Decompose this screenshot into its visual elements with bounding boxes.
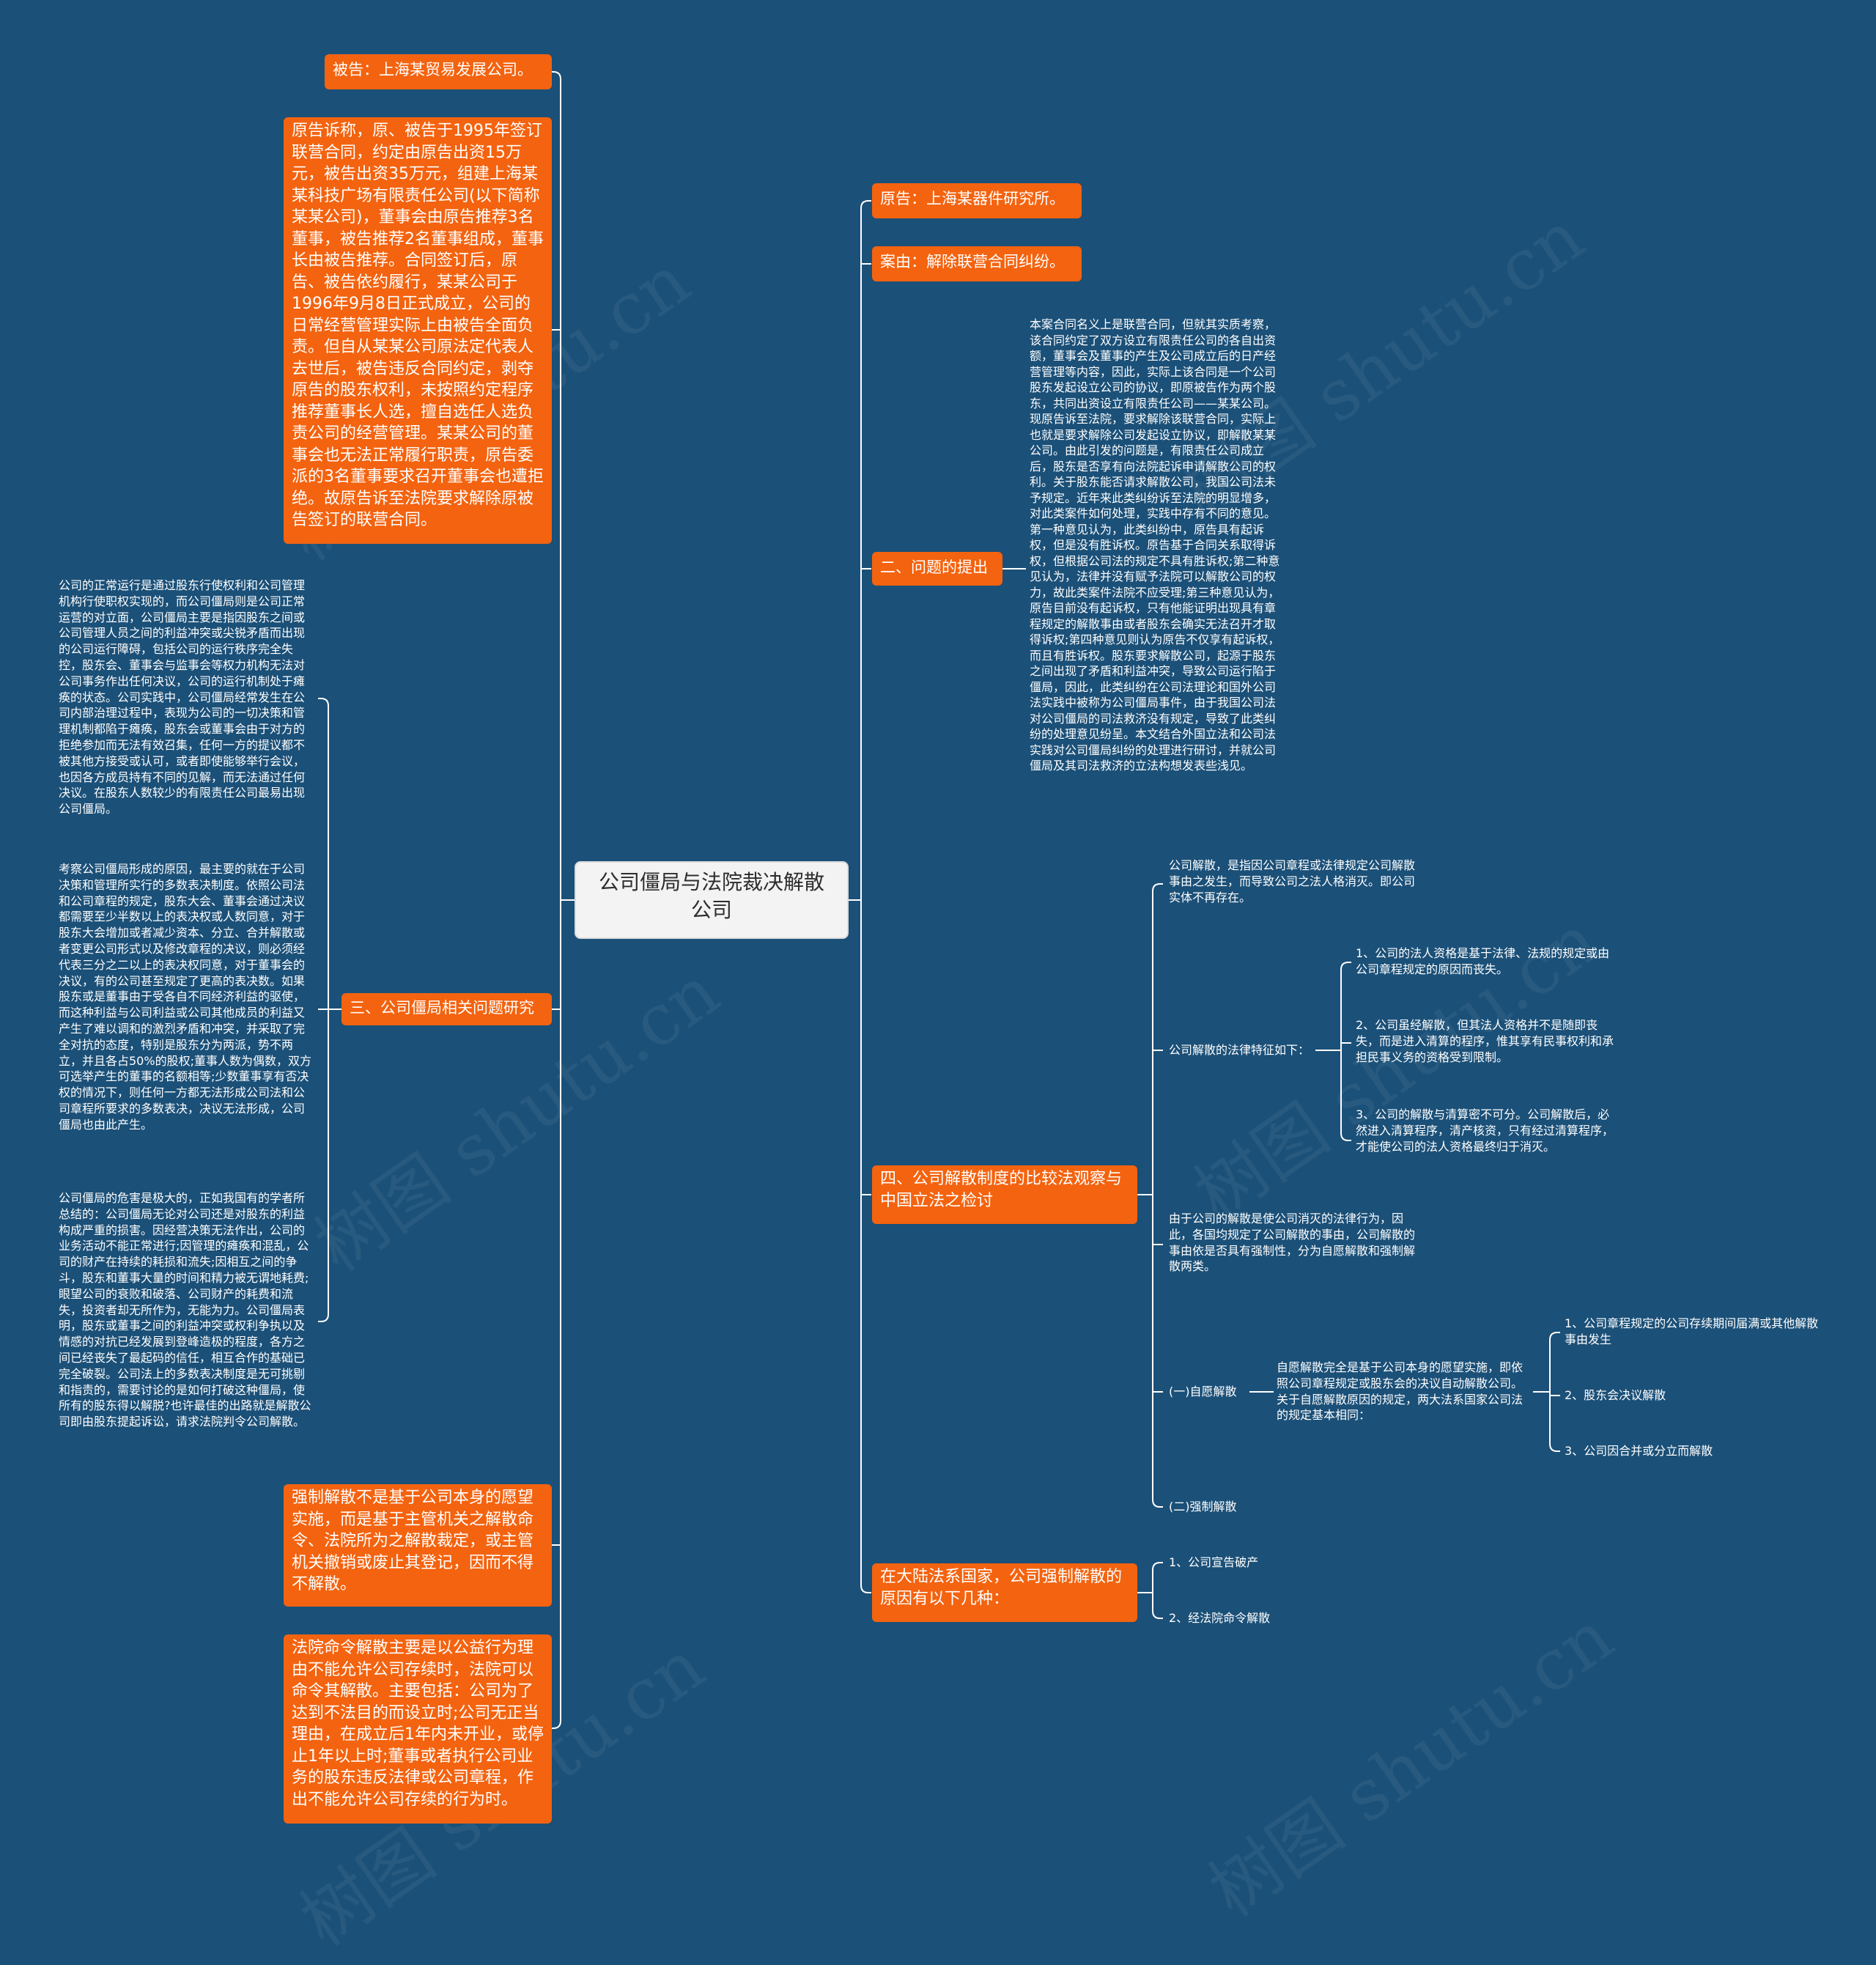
feature-item: 1、公司的法人资格是基于法律、法规的规定或由公司章程规定的原因而丧失。 (1356, 946, 1610, 976)
connector-line (318, 698, 329, 707)
voluntary-text: 自愿解散完全是基于公司本身的愿望实施，即依照公司章程规定或股东会的决议自动解散公… (1277, 1360, 1524, 1423)
root-topic[interactable]: 公司僵局与法院裁决解散公司 (575, 861, 849, 939)
compulsory-node[interactable]: 强制解散不是基于公司本身的愿望实施，而是基于主管机关之解散命令、法院所为之解散裁… (284, 1484, 552, 1607)
defendant-text: 被告：上海某贸易发展公司。 (333, 61, 533, 78)
civil-law-node[interactable]: 在大陆法系国家，公司强制解散的原因有以下几种： (872, 1563, 1137, 1622)
connector-line (318, 1313, 329, 1322)
feature-item: 2、公司虽经解散，但其法人资格并不是随即丧失，而是进入清算的程序，惟其享有民事权… (1356, 1018, 1614, 1064)
compulsory-label: (二)强制解散 (1169, 1500, 1237, 1514)
cause-node[interactable]: 案由：解除联营合同纠纷。 (872, 246, 1082, 281)
voluntary-item: 1、公司章程规定的公司存续期间届满或其他解散事由发生 (1565, 1316, 1819, 1346)
cause-text: 案由：解除联营合同纠纷。 (880, 253, 1065, 270)
section2-label: 二、问题的提出 (880, 558, 988, 576)
section4-node[interactable]: 四、公司解散制度的比较法观察与中国立法之检讨 (872, 1165, 1137, 1224)
plaintiff-node[interactable]: 原告：上海某器件研究所。 (872, 183, 1082, 218)
connector-line (1152, 883, 1163, 892)
features-label: 公司解散的法律特征如下： (1169, 1043, 1310, 1057)
defendant-node[interactable]: 被告：上海某贸易发展公司。 (325, 54, 552, 89)
connector-line (860, 1585, 871, 1593)
section2-text: 本案合同名义上是联营合同，但就其实质考察，该合同约定了双方设立有限责任公司的各自… (1030, 317, 1280, 773)
connector-line (550, 71, 561, 80)
connector-line (1340, 1132, 1351, 1141)
connector-line (550, 1720, 561, 1729)
court-order-text: 法院命令解散主要是以公益行为理由不能允许公司存续时，法院可以命令其解散。主要包括… (292, 1639, 544, 1809)
connector-line (1549, 1443, 1560, 1452)
section3-text-2: 考察公司僵局形成的原因，最主要的就在于公司决策和管理所实行的多数表决制度。依照公… (59, 862, 311, 1132)
connector-lines (318, 71, 1560, 1729)
civil-law-item: 1、公司宣告破产 (1169, 1555, 1259, 1569)
connector-line (1549, 1332, 1560, 1341)
dissolution-definition: 公司解散，是指因公司章程或法律规定公司解散事由之发生，而导致公司之法人格消灭。即… (1169, 858, 1416, 904)
section2-node[interactable]: 二、问题的提出 (872, 552, 1002, 586)
root-label: 公司僵局与法院裁决解散公司 (598, 870, 824, 922)
civil-law-label: 在大陆法系国家，公司强制解散的原因有以下几种： (880, 1568, 1123, 1608)
connector-line (1152, 1562, 1163, 1571)
connector-line (1340, 962, 1351, 970)
compulsory-text: 强制解散不是基于公司本身的愿望实施，而是基于主管机关之解散命令、法院所为之解散裁… (292, 1489, 534, 1593)
section3-text-1: 公司的正常运行是通过股东行使权利和公司管理机构行使职权实现的，而公司僵局则是公司… (59, 578, 306, 816)
section4-label: 四、公司解散制度的比较法观察与中国立法之检讨 (880, 1170, 1123, 1210)
civil-law-item: 2、经法院命令解散 (1169, 1611, 1271, 1625)
section3-text-3: 公司僵局的危害是极大的，正如我国有的学者所总结的：公司僵局无论对公司还是对股东的… (59, 1191, 311, 1429)
plaintiff-text: 原告：上海某器件研究所。 (880, 190, 1065, 207)
claim-node[interactable]: 原告诉称，原、被告于1995年签订联营合同，约定由原告出资15万元，被告出资35… (284, 117, 552, 544)
classification-text: 由于公司的解散是使公司消灭的法律行为，因此，各国均规定了公司解散的事由，公司解散… (1169, 1212, 1416, 1274)
claim-text: 原告诉称，原、被告于1995年签订联营合同，约定由原告出资15万元，被告出资35… (292, 122, 544, 529)
mind-map-canvas: 树图 shutu.cn 树图 shutu.cn 树图 shutu.cn 树图 s… (59, 54, 1819, 1961)
connector-line (1152, 1499, 1163, 1508)
court-order-node[interactable]: 法院命令解散主要是以公益行为理由不能允许公司存续时，法院可以命令其解散。主要包括… (284, 1634, 552, 1824)
connector-line (860, 200, 871, 209)
feature-item: 3、公司的解散与清算密不可分。公司解散后，必然进入清算程序，清产核资，只有经过清… (1356, 1107, 1614, 1154)
voluntary-label: (一)自愿解散 (1169, 1385, 1237, 1398)
connector-line (1152, 1610, 1163, 1619)
voluntary-item: 3、公司因合并或分立而解散 (1565, 1444, 1713, 1458)
voluntary-item: 2、股东会决议解散 (1565, 1388, 1666, 1402)
section3-node[interactable]: 三、公司僵局相关问题研究 (341, 993, 552, 1025)
section3-label: 三、公司僵局相关问题研究 (350, 999, 534, 1017)
